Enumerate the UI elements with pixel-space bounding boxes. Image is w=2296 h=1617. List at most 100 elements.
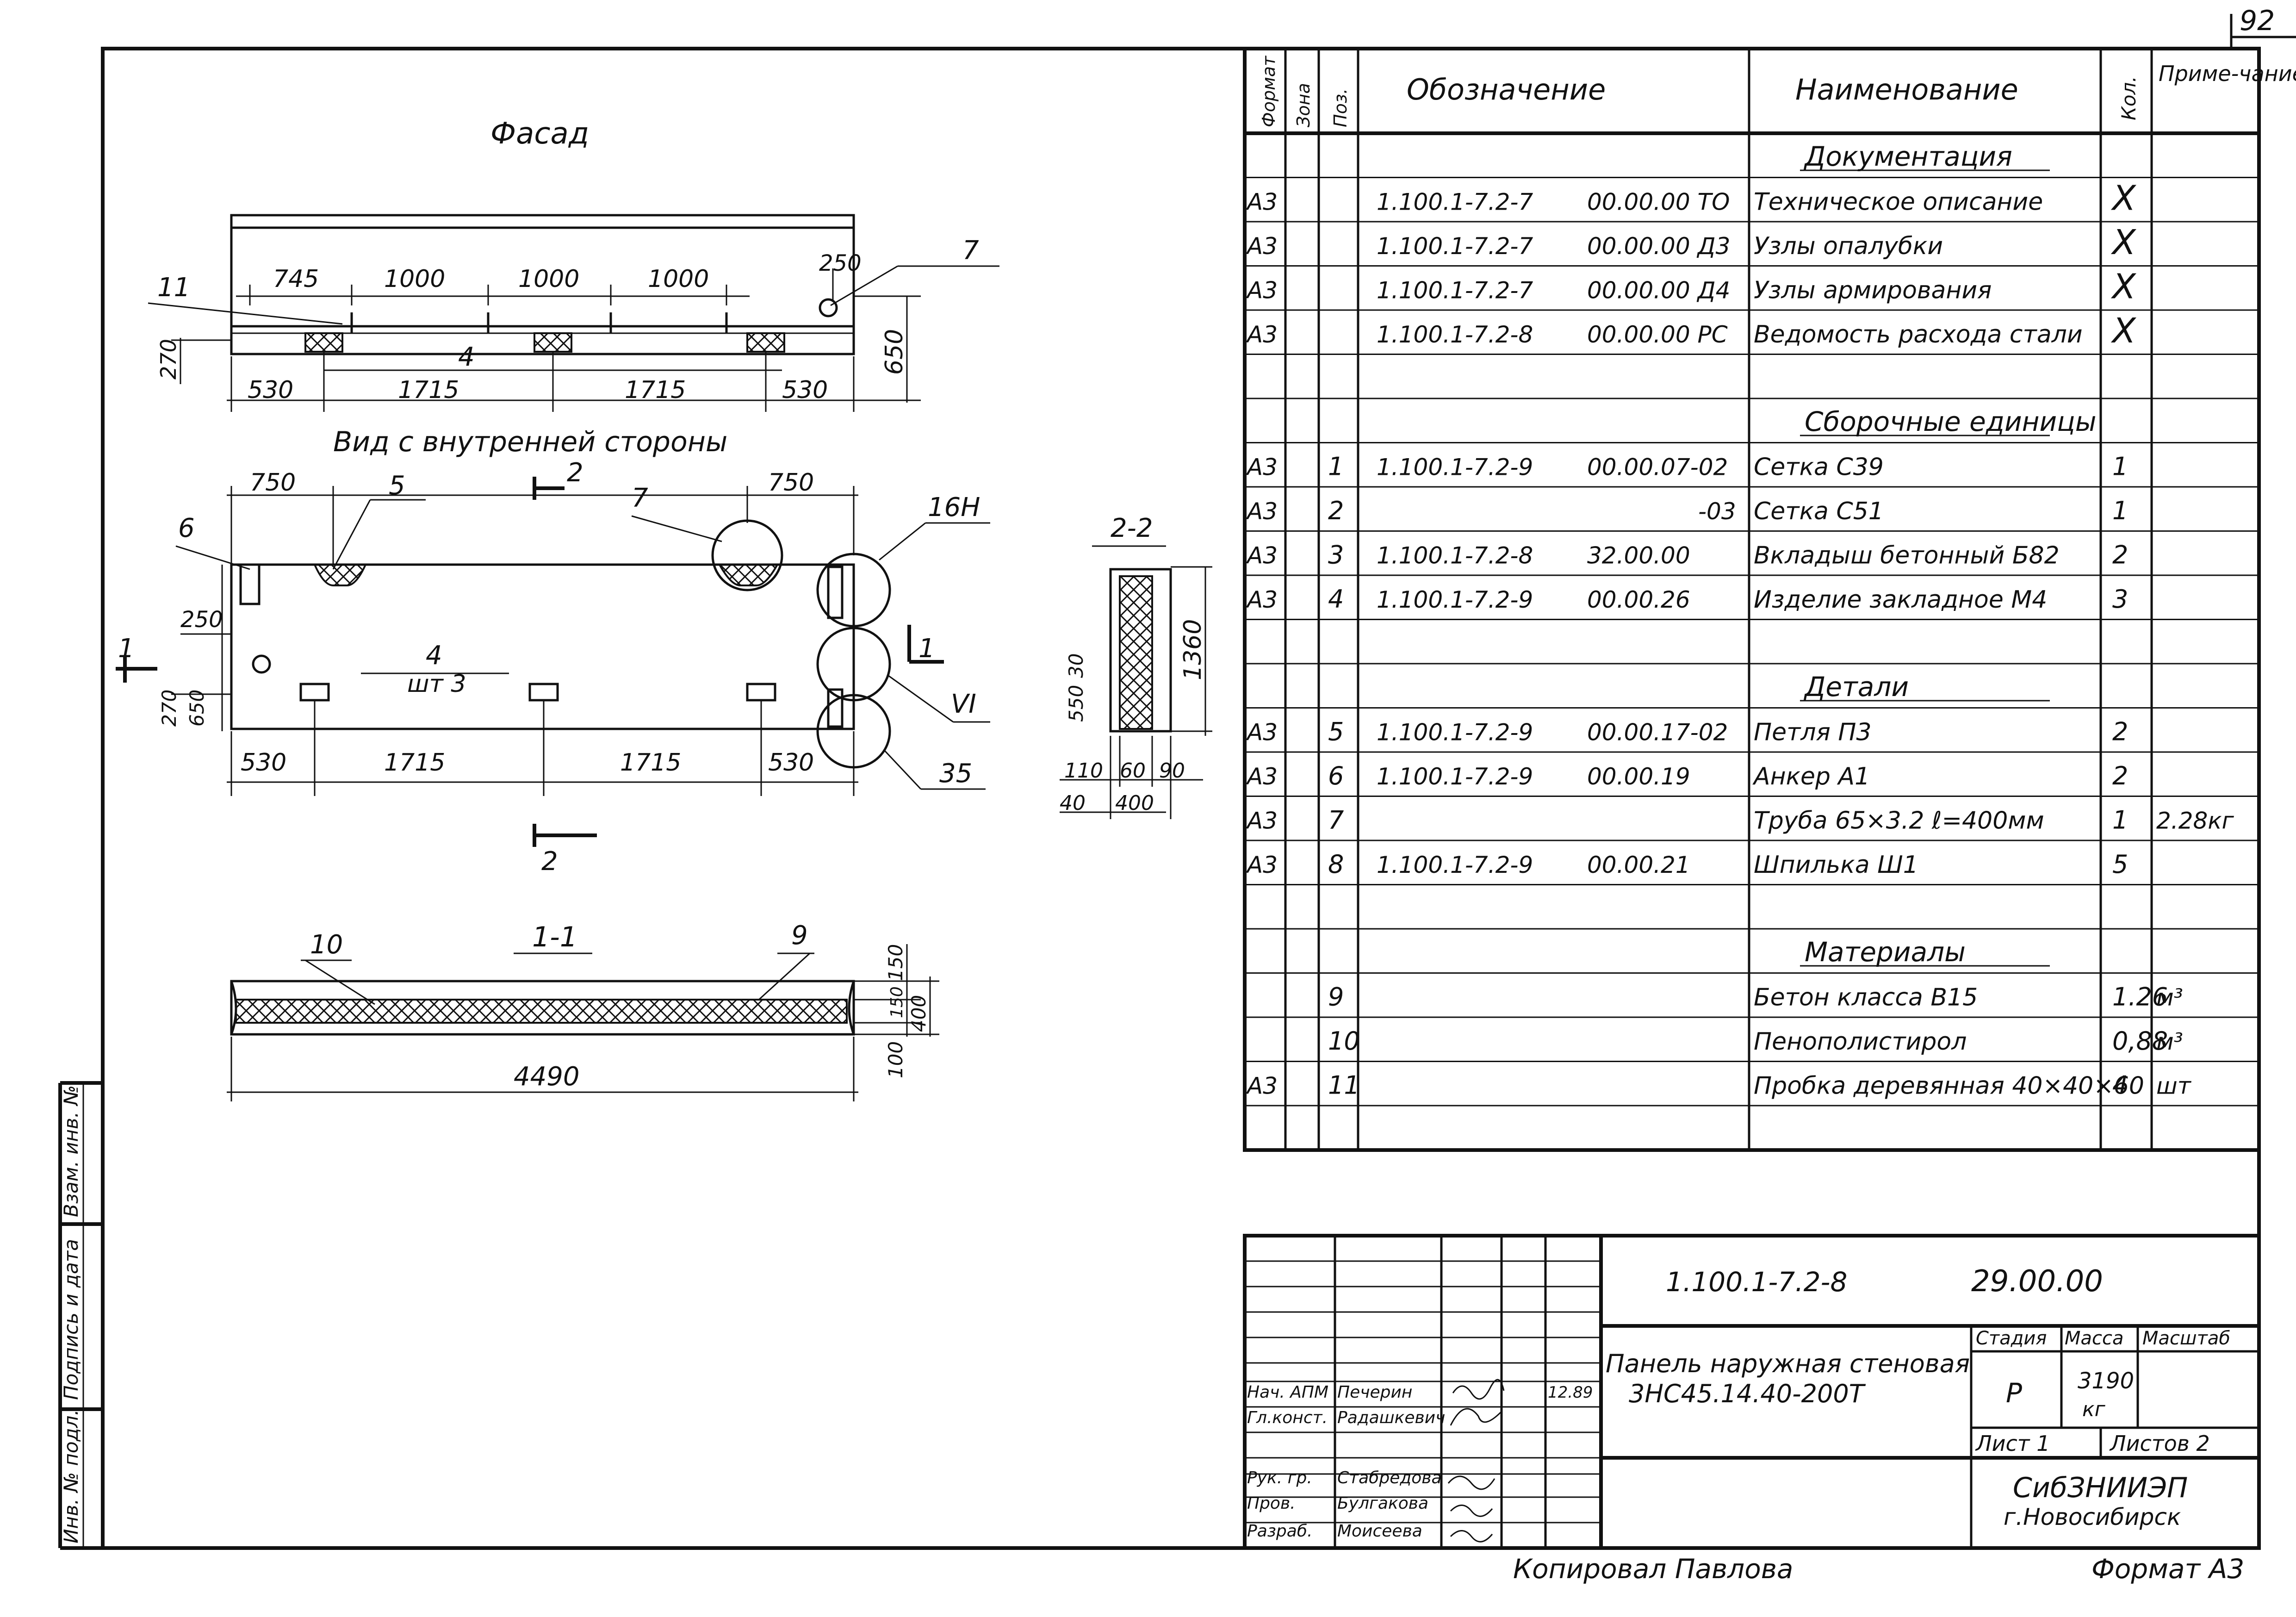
cell-format: А3 <box>1246 763 1278 790</box>
callout-35: 35 <box>939 759 972 789</box>
cell-pos: 6 <box>1328 761 1344 790</box>
cell-qty: 5 <box>2112 850 2128 879</box>
cell-name: Бетон класса В15 <box>1754 984 1978 1012</box>
cell-name: Петля П3 <box>1754 719 1872 746</box>
cell-qty: 2 <box>2112 541 2128 570</box>
table-row: Детали <box>1800 671 2050 703</box>
callout-4-facade: 4 <box>458 342 475 372</box>
cell-format: А3 <box>1246 586 1278 613</box>
cell-format: А3 <box>1246 454 1278 481</box>
signature-4 <box>1450 1505 1493 1517</box>
cell-pos: 1 <box>1328 452 1344 481</box>
cell-name: Документация <box>1803 141 2012 172</box>
facade-dim-530-l: 530 <box>248 376 293 404</box>
cell-note: м³ <box>2156 984 2183 1011</box>
role-head-apm: Нач. АПМ <box>1247 1383 1328 1402</box>
cell-designation: 1.100.1-7.2-7 <box>1377 233 1533 260</box>
section-mark-2-bottom: 2 <box>541 846 558 877</box>
cell-format: А3 <box>1246 277 1278 304</box>
stamp-inv-no: Инв. № подл. <box>60 1409 82 1543</box>
cell-format: А3 <box>1246 852 1278 878</box>
facade-dim-745: 745 <box>273 265 319 293</box>
callout-5: 5 <box>389 471 405 501</box>
cell-qty: 1 <box>2112 452 2128 481</box>
sec1-dim-4490: 4490 <box>514 1062 580 1092</box>
sec1-dim-400: 400 <box>907 995 930 1032</box>
table-row: Сборочные единицы <box>1800 406 2097 437</box>
callout-7-facade: 7 <box>962 236 979 266</box>
cell-code: 00.00.17-02 <box>1587 719 1728 746</box>
cell-format: А3 <box>1246 498 1278 525</box>
facade-dim-250: 250 <box>819 250 862 276</box>
facade-dim-1000-a: 1000 <box>384 265 445 293</box>
signature-3 <box>1447 1475 1496 1490</box>
hdr-name: Наименование <box>1795 73 2018 106</box>
cell-designation: 1.100.1-7.2-9 <box>1377 852 1533 878</box>
inner-label-4: 4 <box>426 641 442 671</box>
section-2-title: 2-2 <box>1111 513 1153 543</box>
inner-dim-1715-r: 1715 <box>620 749 681 777</box>
title-mass-label: Масса <box>2065 1328 2124 1349</box>
inner-label-qty: шт 3 <box>407 670 466 698</box>
callout-7-inner: 7 <box>632 483 648 513</box>
cell-note: шт <box>2156 1073 2192 1100</box>
cell-qty: 1 <box>2112 806 2128 835</box>
cell-code: 00.00.21 <box>1587 852 1690 878</box>
title-stage: Р <box>2006 1377 2022 1409</box>
table-row: Документация <box>1800 141 2050 172</box>
cell-designation: 1.100.1-7.2-7 <box>1377 277 1533 304</box>
cell-pos: 7 <box>1328 806 1344 835</box>
cell-format: А3 <box>1246 808 1278 834</box>
cell-pos: 11 <box>1328 1071 1360 1100</box>
cell-qty: X <box>2110 223 2137 262</box>
inner-view: Вид с внутренней стороны 750 750 250 270… <box>116 426 990 877</box>
cell-name: Труба 65×3.2 ℓ=400мм <box>1754 807 2044 835</box>
cell-qty: X <box>2110 179 2137 218</box>
cell-pos: 3 <box>1328 541 1344 570</box>
cell-qty: X <box>2110 311 2137 351</box>
cell-designation: 1.100.1-7.2-9 <box>1377 763 1533 790</box>
cell-name: Пенополистирол <box>1754 1028 1967 1056</box>
section-1-title: 1-1 <box>532 921 577 953</box>
title-scale-label: Масштаб <box>2142 1328 2230 1349</box>
spec-table: Формат Зона Поз. Обозначение Наименовани… <box>1243 47 2296 1152</box>
cell-format: А3 <box>1246 719 1278 746</box>
title-product-mark: 3НС45.14.40-200Т <box>1629 1379 1866 1408</box>
sec2-dim-110: 110 <box>1064 759 1103 783</box>
cell-qty: 0,88 <box>2112 1026 2168 1056</box>
facade-dim-1000-b: 1000 <box>518 265 579 293</box>
title-mass: 3190 <box>2078 1368 2134 1394</box>
inner-view-title: Вид с внутренней стороны <box>333 426 727 458</box>
title-org: СибЗНИИЭП <box>2013 1472 2188 1504</box>
section-2-2: 2-2 1360 550 30 110 60 90 40 400 <box>1060 513 1212 819</box>
inner-dim-650: 650 <box>186 690 208 727</box>
inner-dim-1715-l: 1715 <box>384 749 445 777</box>
name-group-lead: Стабредова <box>1337 1468 1442 1487</box>
title-block: 1.100.1-7.2-8 29.00.00 Панель наружная с… <box>1243 1234 2261 1550</box>
cell-format: А3 <box>1246 233 1278 260</box>
side-stamp: Инв. № подл. Подпись и дата Взам. инв. № <box>58 1081 103 1550</box>
cell-name: Анкер А1 <box>1752 763 1870 790</box>
hdr-pos: Поз. <box>1330 88 1351 127</box>
sec1-dim-100: 100 <box>884 1041 907 1078</box>
hdr-format: Формат <box>1259 55 1279 127</box>
facade-dim-1000-c: 1000 <box>648 265 709 293</box>
sec2-dim-30: 30 <box>1065 653 1087 678</box>
cell-name: Ведомость расхода стали <box>1754 321 2083 348</box>
cell-pos: 10 <box>1328 1026 1360 1056</box>
cell-format: А3 <box>1246 1073 1278 1100</box>
cell-designation: 1.100.1-7.2-8 <box>1377 542 1533 569</box>
sec2-dim-400: 400 <box>1115 791 1154 815</box>
hdr-note: Приме-чание <box>2159 61 2296 86</box>
facade-dim-270: 270 <box>156 339 181 379</box>
